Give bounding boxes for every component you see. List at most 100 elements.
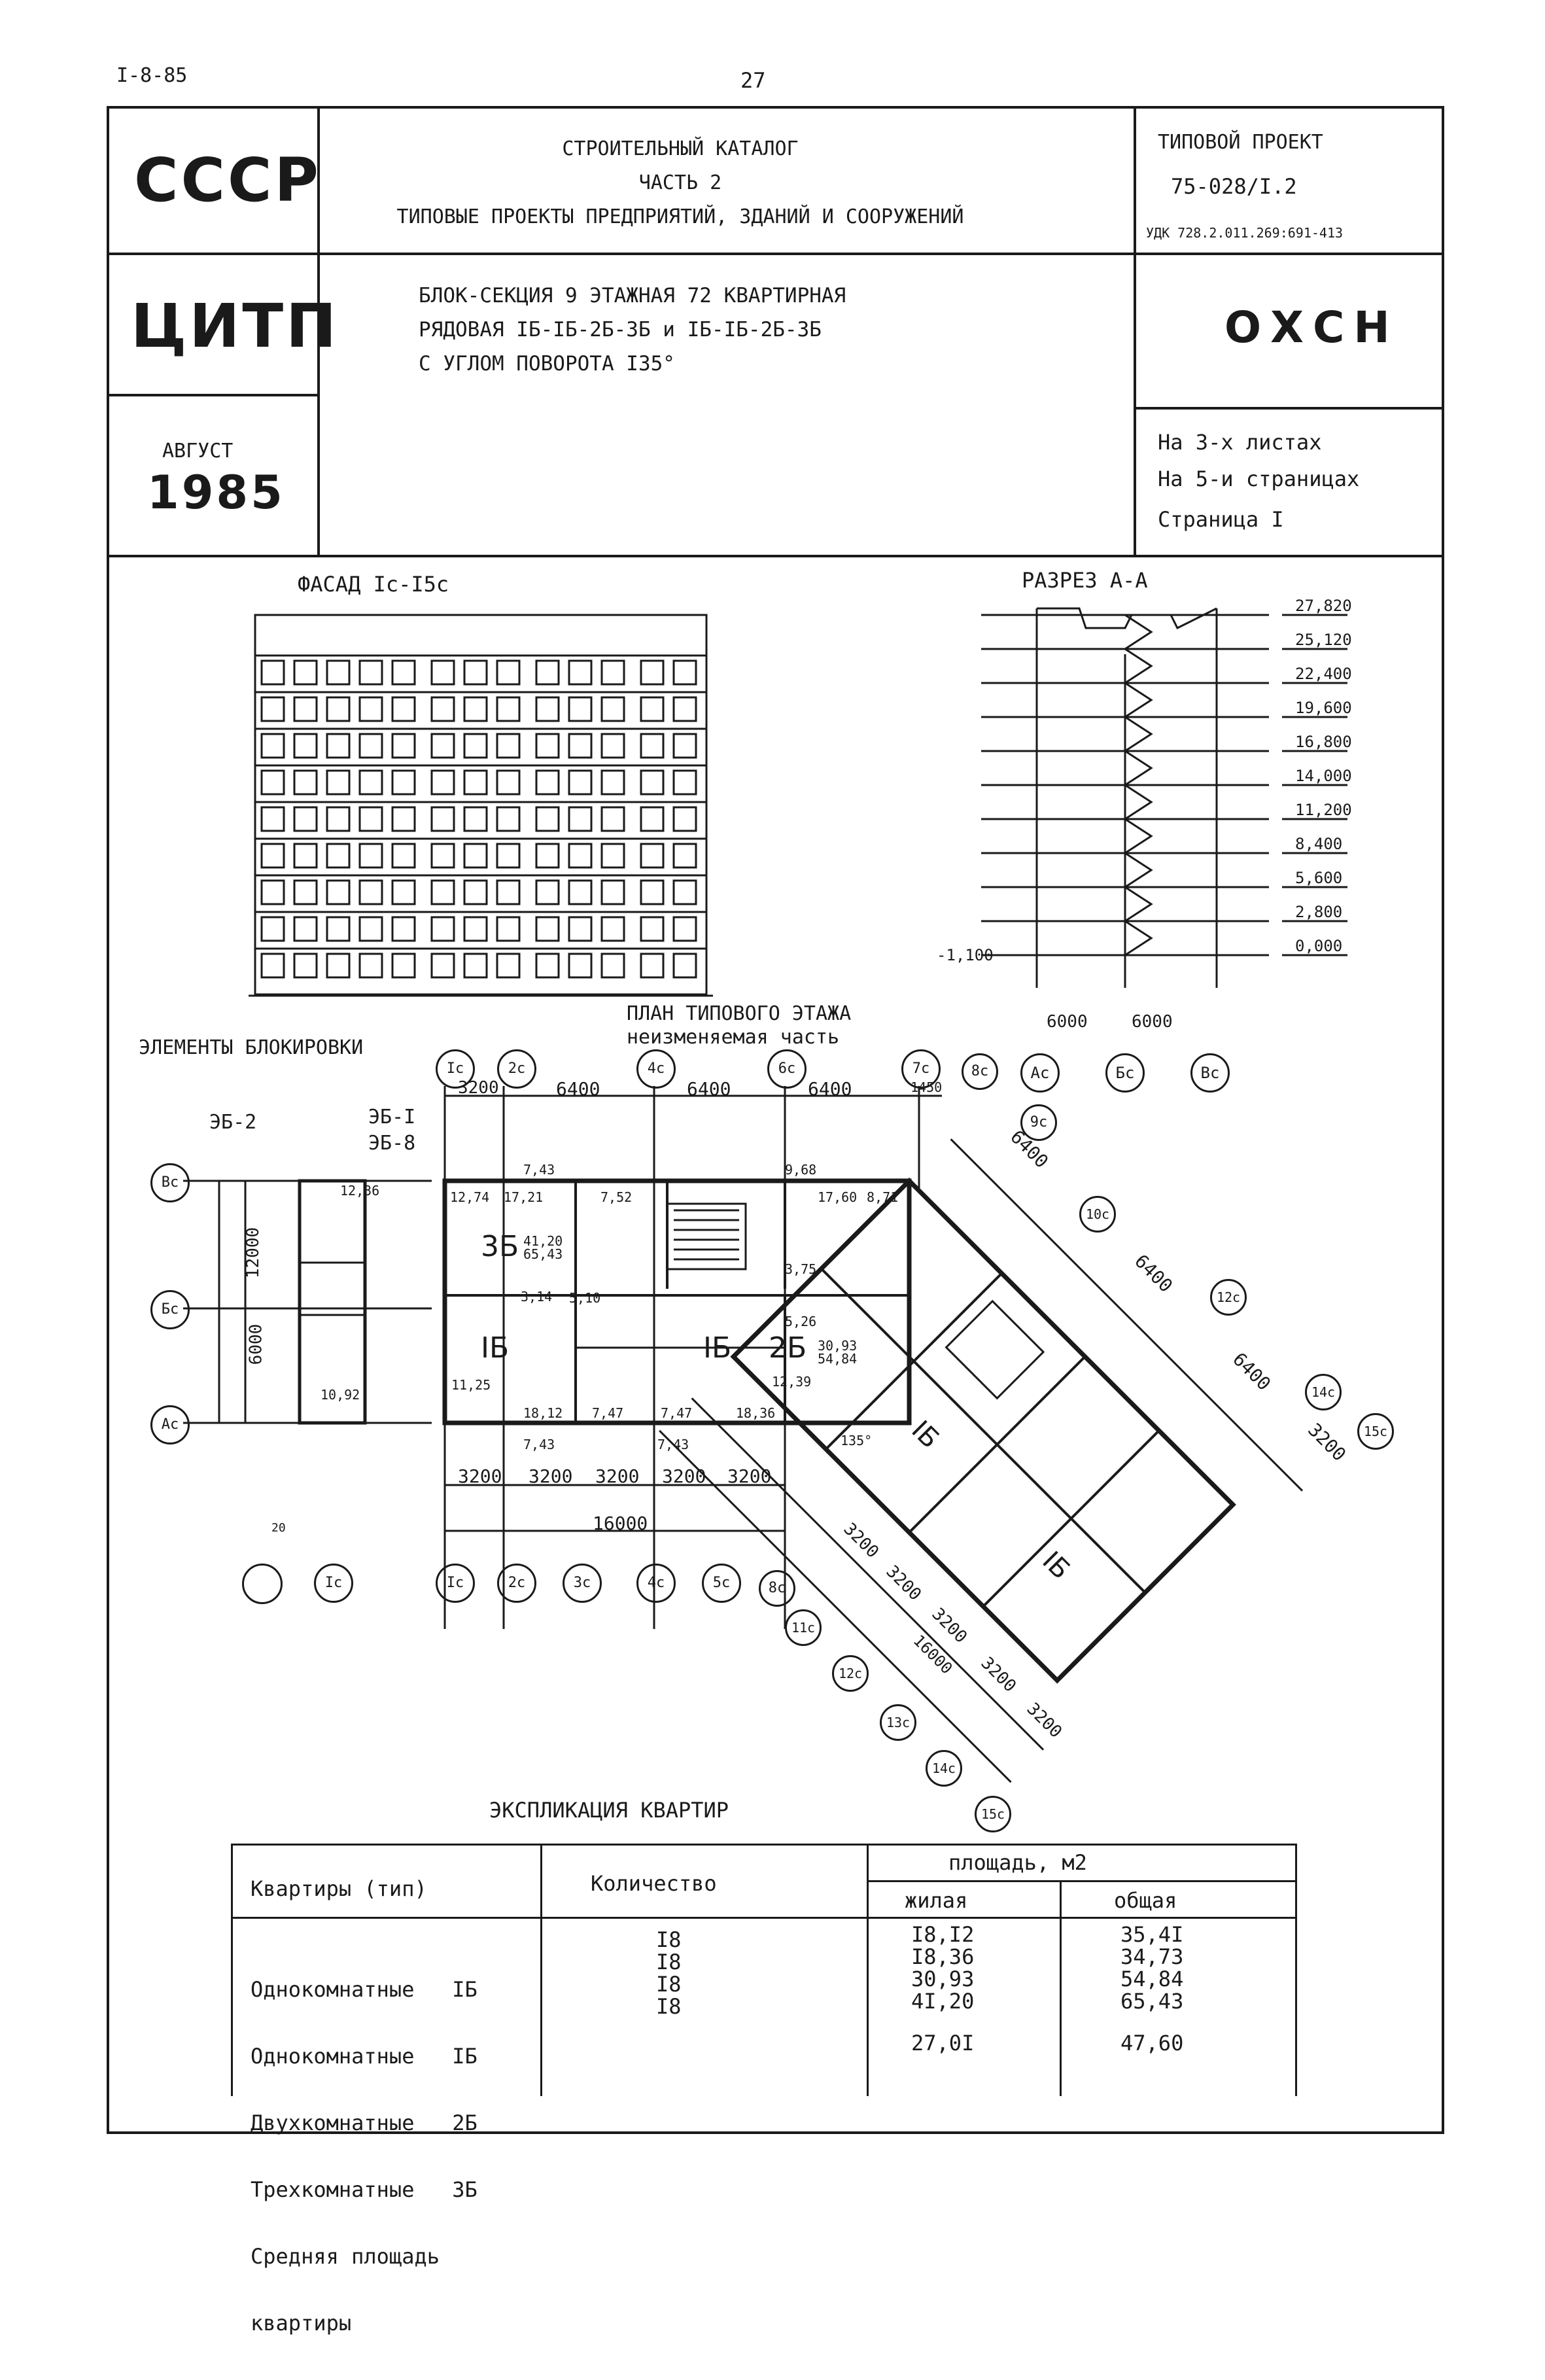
window (430, 953, 455, 979)
window (496, 769, 521, 796)
window (358, 953, 383, 979)
window (430, 916, 455, 942)
window (430, 659, 455, 686)
plan-bottom-dim: 3200 (727, 1465, 772, 1487)
window (391, 696, 416, 722)
apt-label-2b: 2Б (769, 1331, 807, 1365)
window (535, 879, 560, 905)
window (672, 733, 697, 759)
room-area: 3,14 (521, 1289, 553, 1304)
window (568, 916, 593, 942)
window (430, 843, 455, 869)
section-title: РАЗРЕЗ А-А (1022, 568, 1148, 593)
window (391, 916, 416, 942)
udk-code: УДК 728.2.011.269:691-413 (1146, 225, 1344, 241)
stair-flight (1124, 682, 1153, 718)
room-area: 65,43 (523, 1246, 563, 1262)
avg-label: квартиры (251, 2311, 352, 2336)
room-area: 7,43 (523, 1162, 555, 1178)
window (600, 806, 625, 832)
level-mark: 16,800 (1295, 733, 1352, 751)
room-area: 8,71 (867, 1189, 899, 1205)
window (260, 916, 285, 942)
window (326, 843, 351, 869)
eb-value: 10,92 (321, 1387, 360, 1403)
plan-top-dim: 1450 (911, 1079, 943, 1095)
room-area: 18,12 (523, 1405, 563, 1421)
window (568, 769, 593, 796)
window (640, 659, 665, 686)
window (293, 879, 318, 905)
plan-bottom-dim: 3200 (458, 1465, 502, 1487)
section-axes: Ас Бс Вс (1020, 1053, 1256, 1093)
facade-outline (254, 614, 708, 996)
room-area: 12,39 (772, 1374, 812, 1390)
window (496, 953, 521, 979)
window (535, 916, 560, 942)
window (672, 916, 697, 942)
catalog-line: ЧАСТЬ 2 (638, 171, 722, 194)
sheet-info: На 3-х листах На 5-и страницах Страница … (1158, 424, 1359, 538)
window (535, 769, 560, 796)
sheet-frame (107, 106, 1444, 2134)
series-code: I-8-85 (116, 64, 188, 87)
window (326, 696, 351, 722)
title-block (107, 106, 1444, 557)
window (463, 953, 488, 979)
window (391, 733, 416, 759)
type-column: Однокомнатные IБ Однокомнатные IБ Двухко… (251, 1934, 477, 2379)
window (463, 769, 488, 796)
window (391, 843, 416, 869)
window (535, 843, 560, 869)
window (293, 843, 318, 869)
window (260, 659, 285, 686)
issue-year: 1985 (147, 466, 285, 519)
stair-flight (1124, 852, 1153, 888)
room-area: 3,75 (785, 1261, 817, 1277)
window (430, 879, 455, 905)
window (568, 843, 593, 869)
window (430, 733, 455, 759)
axis-bubble: Вс (1190, 1053, 1230, 1093)
avg-total: 47,60 (1120, 2031, 1184, 2056)
window (358, 733, 383, 759)
project-number: 75-028/I.2 (1171, 174, 1297, 199)
plan-total-dim: 16000 (593, 1513, 648, 1534)
window (463, 843, 488, 869)
window (260, 696, 285, 722)
count-column: I8 I8 I8 I8 (656, 1929, 682, 2018)
stair-flight (1124, 920, 1153, 956)
org-citp: ЦИТП (131, 291, 339, 361)
window (358, 769, 383, 796)
axis-bubble: Бс (1105, 1053, 1145, 1093)
window (496, 879, 521, 905)
avg-living: 27,0I (911, 2031, 975, 2056)
window (391, 659, 416, 686)
row-total: 65,43 (1120, 1989, 1184, 2014)
window (600, 659, 625, 686)
project-label: ТИПОВОЙ ПРОЕКТ (1158, 131, 1323, 154)
window (463, 696, 488, 722)
window (640, 879, 665, 905)
room-area: 30,93 (818, 1338, 858, 1354)
eb-value: 12,36 (340, 1183, 380, 1199)
window (430, 806, 455, 832)
window (600, 879, 625, 905)
level-mark: 0,000 (1295, 937, 1342, 955)
room-area: 5,26 (785, 1314, 817, 1329)
window (672, 953, 697, 979)
window (293, 916, 318, 942)
window (430, 769, 455, 796)
window (535, 659, 560, 686)
org-ussr: СССР (134, 145, 321, 215)
plan-top-dim: 6400 (808, 1078, 852, 1100)
col-area: площадь, м2 (948, 1850, 1087, 1875)
row-count: I8 (656, 1950, 682, 1974)
level-mark: 22,400 (1295, 665, 1352, 683)
room-area: 9,68 (785, 1162, 817, 1178)
row-living: 4I,20 (911, 1989, 975, 2014)
section-dim-2: 6000 (1132, 1012, 1173, 1032)
living-column: I8,I2 I8,36 30,93 4I,20 27,0I (911, 1923, 974, 2054)
window (358, 879, 383, 905)
window (430, 696, 455, 722)
